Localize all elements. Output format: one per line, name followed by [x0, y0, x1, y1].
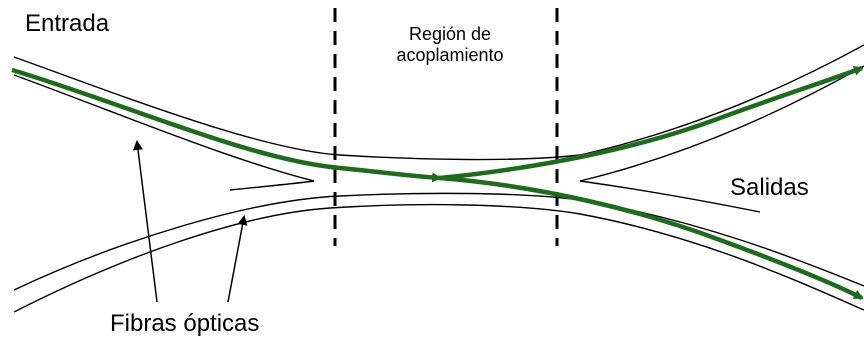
input-label: Entrada	[25, 10, 110, 37]
lower-fiber-inner-edge	[229, 180, 315, 191]
light-path	[11, 65, 864, 301]
upper-fiber-outer-edge	[13, 44, 864, 161]
light-path-output-upper	[439, 65, 864, 181]
coupling-region-label: Región de acoplamiento	[385, 24, 515, 65]
lower-fiber-inner-edge-right	[579, 180, 761, 213]
optical-fibers-label: Fibras ópticas	[110, 310, 260, 337]
pointer-arrow-upper-fiber	[133, 140, 158, 303]
upper-fiber-inner-edge	[13, 74, 315, 182]
lower-fiber	[13, 180, 864, 313]
coupling-region-label-line2: acoplamiento	[396, 44, 504, 65]
light-path-output-lower	[439, 175, 864, 301]
lower-fiber-outer-edge-2	[13, 203, 864, 313]
upper-fiber-inner-edge-right	[579, 65, 864, 182]
coupling-region-label-line1: Región de	[408, 24, 492, 44]
lower-fiber-outer-edge	[13, 192, 864, 291]
pointer-arrow-lower-fiber	[227, 215, 248, 303]
upper-fiber	[13, 44, 864, 182]
light-path-input	[11, 67, 442, 183]
outputs-label: Salidas	[730, 174, 809, 201]
